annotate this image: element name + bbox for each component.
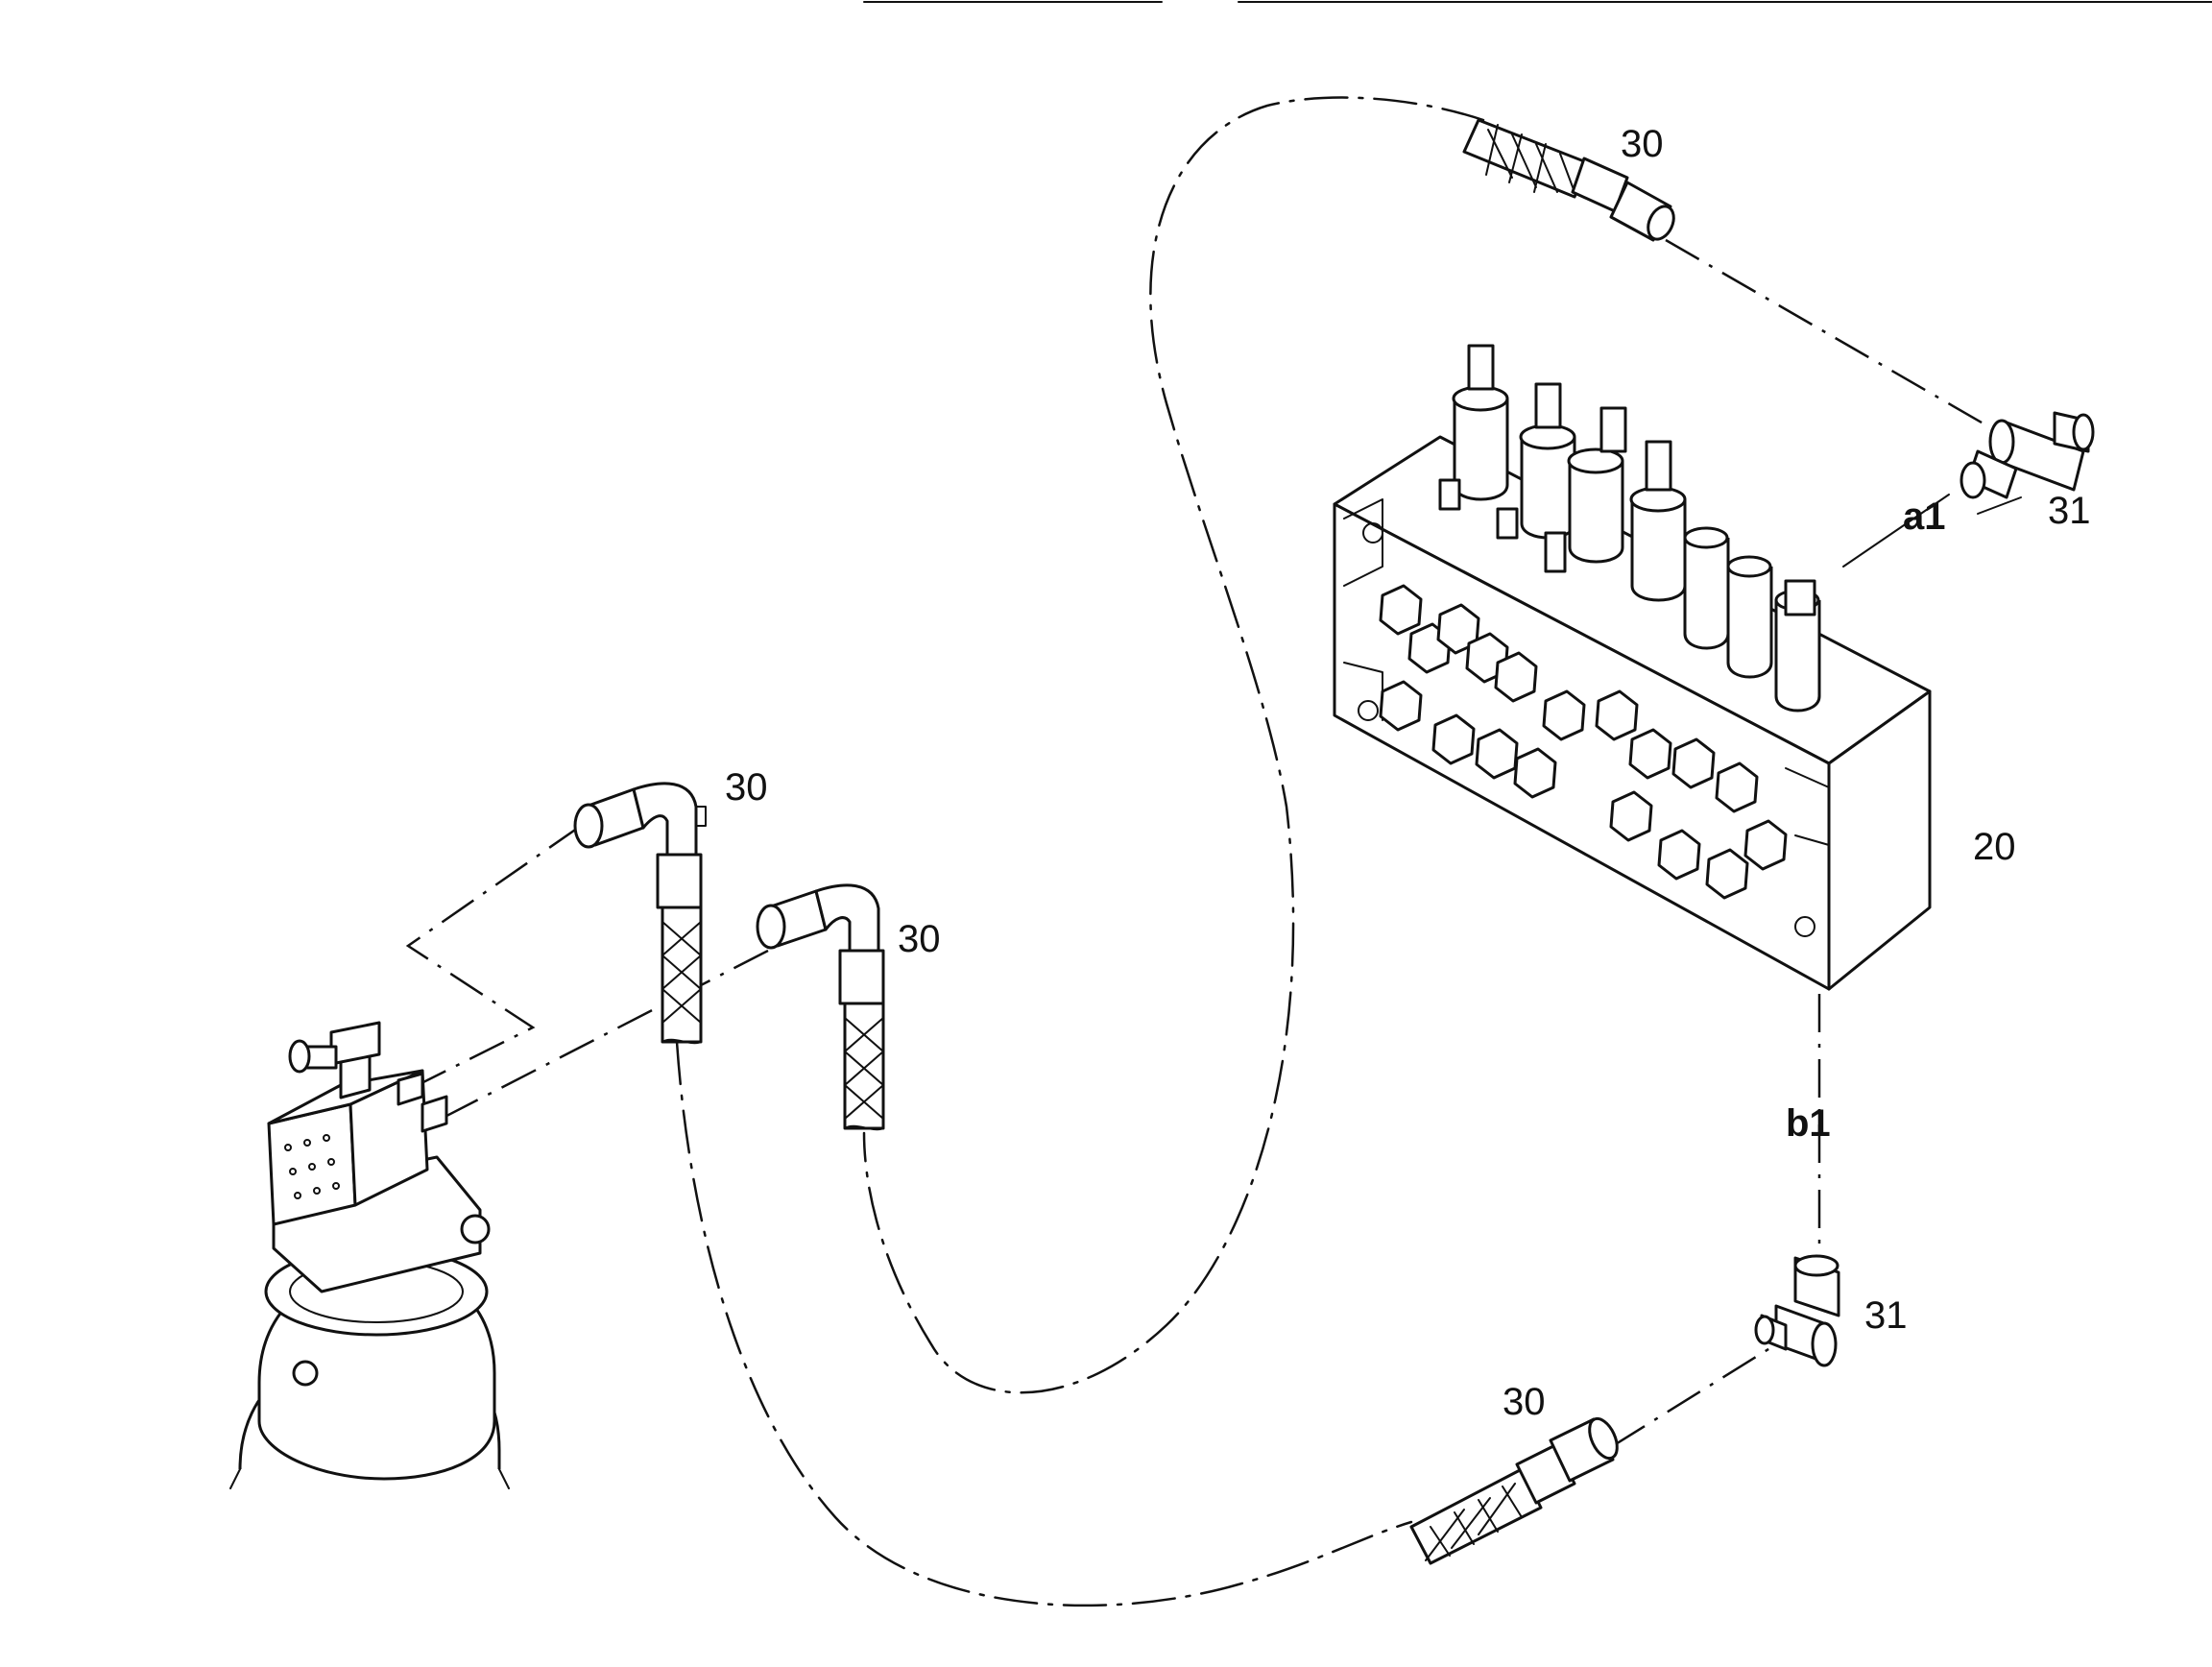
manifold-ports — [1379, 584, 1788, 900]
elbow-hose-30-left — [573, 782, 707, 1045]
pump-assembly — [229, 1021, 510, 1489]
hose-30-top — [1462, 118, 1675, 242]
tee-fitting-31-bottom — [1754, 1254, 1840, 1367]
callout-elbow-left: 30 — [725, 766, 768, 809]
callout-elbow-right: 30 — [898, 918, 941, 960]
hose-run-main — [862, 96, 1485, 1394]
hose-30-bottom — [1409, 1416, 1619, 1565]
valve-manifold-20 — [1333, 344, 1932, 991]
callout-manifold: 20 — [1973, 826, 2016, 868]
elbow-hose-30-right — [756, 883, 885, 1131]
callout-hose-top: 30 — [1621, 123, 1664, 165]
callout-tee-bottom: 31 — [1864, 1294, 1908, 1337]
solenoid-valves — [1438, 344, 1821, 713]
hose-run-lower — [675, 1040, 1413, 1607]
port-label-b1: b1 — [1786, 1102, 1831, 1145]
port-label-a1: a1 — [1903, 495, 1946, 538]
tee-fitting-31-top — [1960, 411, 2095, 499]
callout-hose-bottom: 30 — [1503, 1381, 1546, 1423]
callout-tee-top: 31 — [2048, 490, 2091, 532]
